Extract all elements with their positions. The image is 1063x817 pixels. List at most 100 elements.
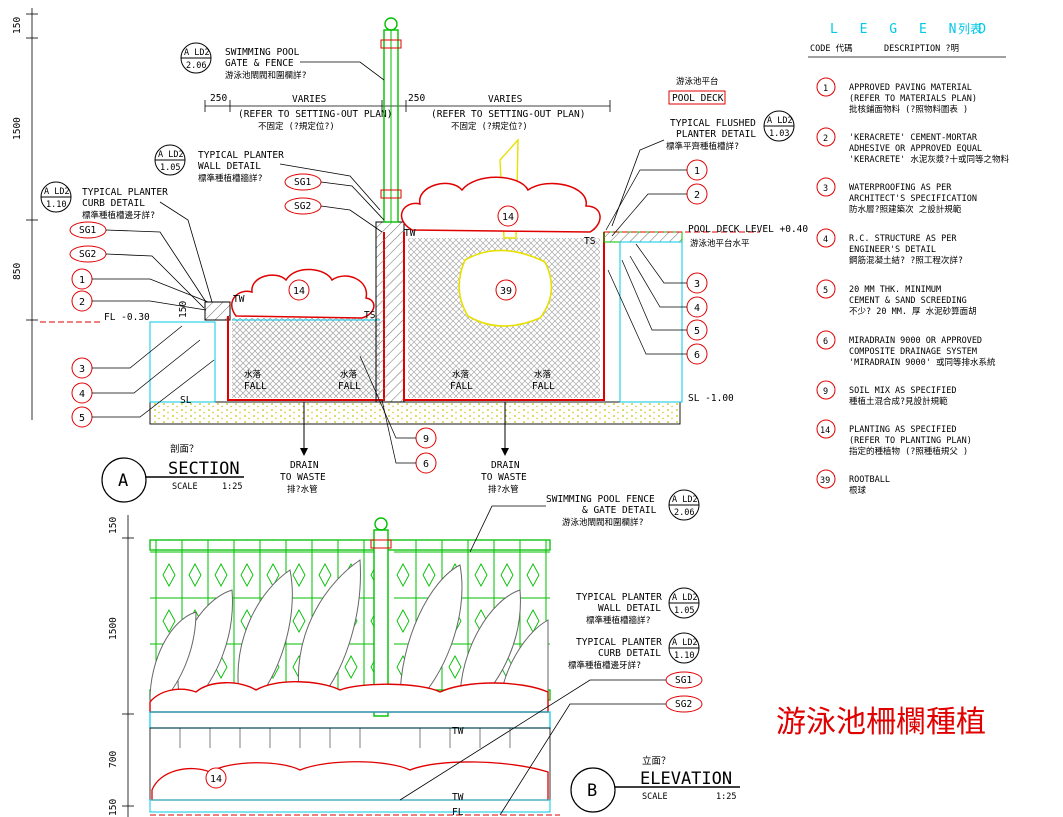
callout-1-a: 1 — [79, 275, 85, 286]
callout-3-a: 3 — [79, 364, 85, 375]
varies-left-2: (REFER TO SETTING-OUT PLAN) — [238, 109, 392, 120]
svg-text:標準平齊種植槽詳?: 標準平齊種植槽詳? — [666, 141, 739, 152]
dim-b-150b: 150 — [108, 799, 119, 816]
varies-left-1: VARIES — [292, 94, 327, 105]
callout-2-a: 2 — [79, 297, 85, 308]
ts-right: TS — [584, 236, 596, 247]
dim-b-700: 700 — [108, 751, 119, 768]
section-a-scale-label: SCALE — [172, 482, 198, 492]
legend-code: 1 — [823, 84, 828, 94]
legend-description-line: 20 MM THK. MINIMUM — [849, 285, 941, 295]
legend-code-circle — [816, 77, 836, 97]
varies-right-2: (REFER TO SETTING-OUT PLAN) — [431, 109, 585, 120]
slab — [149, 401, 681, 425]
ref-fence-a: A LD2 2.06 SWIMMING POOL GATE & FENCE 游泳… — [180, 42, 385, 81]
fall-2: FALL — [338, 381, 361, 392]
callout-5-b: 5 — [694, 326, 700, 337]
callout-9: 9 — [423, 434, 429, 445]
fall-cn-4: 水落 — [534, 369, 552, 380]
section-b-drawing: 150 1500 700 150 — [108, 515, 560, 817]
drain-2-line3: 排?水管 — [488, 484, 519, 495]
legend-description-line: MIRADRAIN 9000 OR APPROVED — [849, 336, 982, 346]
section-b-scale-label: SCALE — [642, 792, 668, 802]
svg-text:1.03: 1.03 — [769, 129, 789, 139]
legend-code: 2 — [823, 134, 828, 144]
legend-description-line: 'KERACRETE' CEMENT-MORTAR — [849, 133, 978, 143]
ts-left: TS — [364, 310, 376, 321]
planter-wall-top — [149, 711, 551, 729]
legend-description-line: ARCHITECT'S SPECIFICATION — [849, 194, 977, 204]
planting-2 — [400, 176, 601, 233]
legend-description-line: 種植土混合成?見設計規範 — [849, 396, 948, 407]
legend-code-circle — [816, 330, 836, 350]
tw-b-a: TW — [452, 726, 464, 737]
dimension-left — [26, 8, 38, 420]
dim-250-left: 250 — [210, 93, 227, 104]
legend-code-circle — [816, 127, 836, 147]
svg-text:PLANTER DETAIL: PLANTER DETAIL — [676, 129, 756, 140]
drawing-title: 游泳池柵欄種植 — [776, 705, 986, 740]
sl-right: SL -1.00 — [688, 393, 734, 404]
svg-text:WALL DETAIL: WALL DETAIL — [198, 161, 261, 172]
legend-desc-header: DESCRIPTION ?明 — [884, 44, 959, 54]
legend-code: 3 — [823, 184, 828, 194]
legend-description-line: 'MIRADRAIN 9000' 或同等排水系統 — [849, 357, 996, 368]
section-a-title: SECTION — [168, 459, 240, 479]
sg2-tag-a: SG2 — [294, 201, 311, 212]
b-wall-line1: TYPICAL PLANTER — [576, 592, 662, 603]
legend-description-line: 批核鋪面物料 (?照物料圖表 ) — [849, 104, 968, 115]
callout-6-b: 6 — [694, 350, 700, 361]
varies-right-3: 不固定 (?規定位?) — [451, 121, 528, 132]
legend-description-line: ROOTBALL — [849, 475, 890, 485]
ref-b-fence-bottom: 2.06 — [674, 508, 694, 518]
dim-1500: 1500 — [12, 117, 23, 140]
callout-39: 39 — [500, 286, 512, 297]
legend-description-line: (REFER TO MATERIALS PLAN) — [849, 94, 977, 104]
ref-curb-a: A LD2 1.10 TYPICAL PLANTER CURB DETAIL 標… — [40, 181, 213, 303]
legend-title: L E G E N D — [830, 22, 993, 37]
svg-text:SWIMMING POOL: SWIMMING POOL — [225, 47, 300, 58]
section-b-scale-value: 1:25 — [716, 792, 736, 802]
tw-left: TW — [233, 294, 245, 305]
dim-250-right: 250 — [408, 93, 425, 104]
ref-wall-a: A LD2 1.05 TYPICAL PLANTER WALL DETAIL 標… — [154, 144, 381, 211]
legend-description-line: CEMENT & SAND SCREEDING — [849, 296, 967, 306]
annotations-b: A LD2 2.06 SWIMMING POOL FENCE & GATE DE… — [205, 489, 740, 817]
annotations-a: A LD2 2.06 SWIMMING POOL GATE & FENCE 游泳… — [40, 42, 808, 503]
varies-left-3: 不固定 (?規定位?) — [258, 121, 335, 132]
legend-description-line: ADHESIVE OR APPROVED EQUAL — [849, 144, 982, 154]
planting-band-low — [151, 761, 549, 801]
legend-description-line: WATERPROOFING AS PER — [849, 183, 952, 193]
varies-right-1: VARIES — [488, 94, 523, 105]
drain-1-line2: TO WASTE — [280, 472, 326, 483]
legend-description-line: COMPOSITE DRAINAGE SYSTEM — [849, 347, 977, 357]
svg-text:2.06: 2.06 — [186, 61, 206, 71]
section-a-drawing: 150 1500 850 250 250 VARIES (REFER TO SE… — [12, 8, 760, 456]
sg1-tag-b: SG1 — [675, 675, 692, 686]
ref-b-curb-top: A LD2 — [672, 638, 698, 648]
fall-1: FALL — [244, 381, 267, 392]
svg-text:A LD2: A LD2 — [44, 187, 70, 197]
dim-b-150a: 150 — [108, 517, 119, 534]
central-wall — [375, 221, 405, 403]
callout-6-c: 6 — [423, 459, 429, 470]
legend-code-circle — [816, 469, 836, 489]
dim-curb-150: 150 — [178, 301, 189, 318]
legend-code: 6 — [823, 337, 828, 347]
dim-150: 150 — [12, 17, 23, 34]
svg-text:CURB DETAIL: CURB DETAIL — [82, 198, 145, 209]
callout-4-a: 4 — [79, 389, 85, 400]
left-step-structure — [149, 321, 216, 403]
fall-cn-3: 水落 — [452, 369, 470, 380]
legend-code: 5 — [823, 286, 828, 296]
legend-code-circle — [816, 380, 836, 400]
callout-14-right: 14 — [502, 212, 514, 223]
legend-description-line: SOIL MIX AS SPECIFIED — [849, 386, 956, 396]
legend-code-circle — [816, 228, 836, 248]
callout-4-b: 4 — [694, 303, 700, 314]
foliage — [149, 559, 549, 701]
section-a-label: A — [118, 471, 128, 491]
b-curb-line3: 標準種植槽邊牙詳? — [568, 660, 641, 671]
callout-3-b: 3 — [694, 279, 700, 290]
